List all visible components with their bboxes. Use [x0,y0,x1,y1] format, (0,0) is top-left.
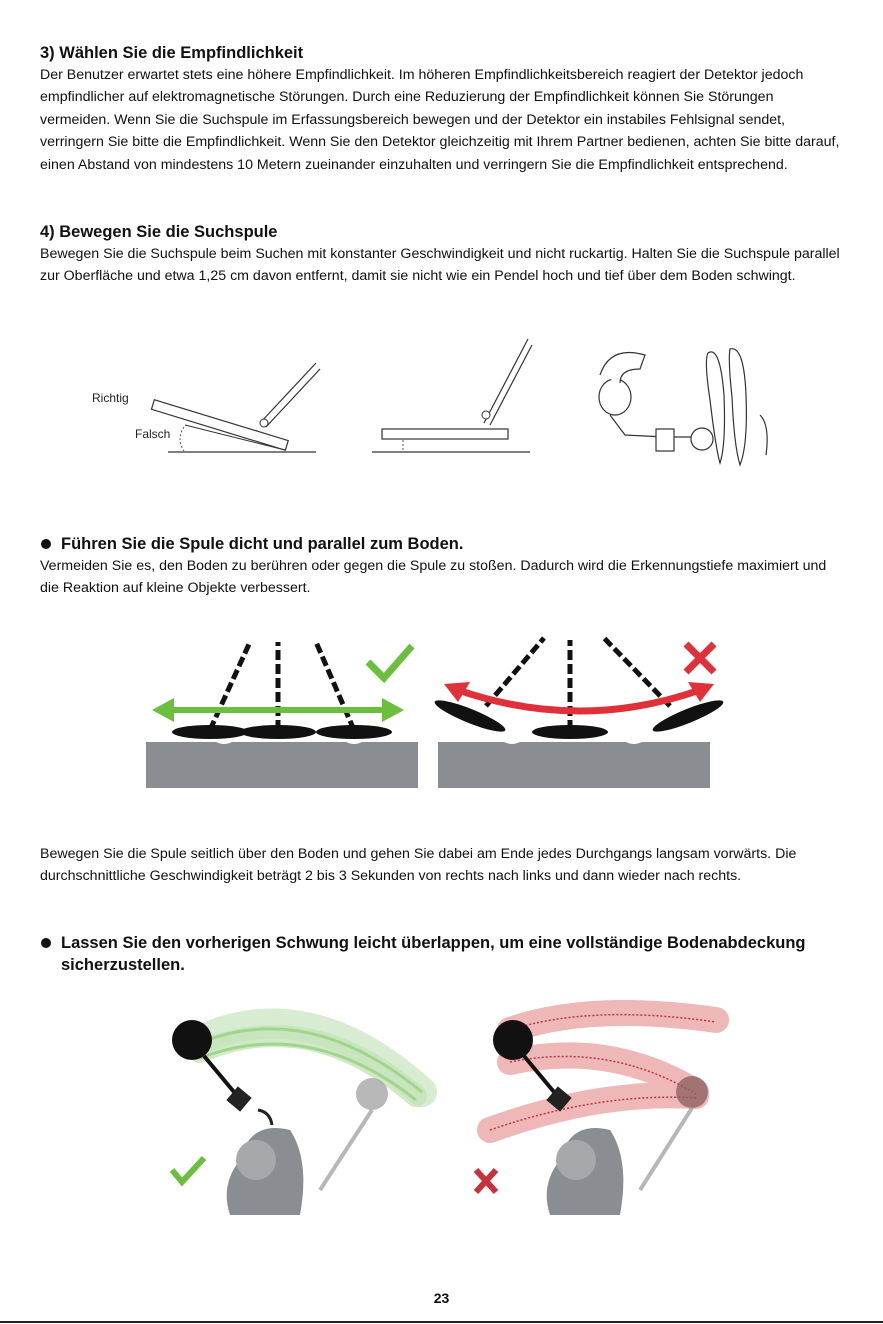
cross-icon [473,1167,499,1195]
section-body: Der Benutzer erwartet stets eine höhere … [40,67,840,173]
section-body: Bewegen Sie die Suchspule beim Suchen mi… [40,246,840,285]
cross-icon [683,641,717,675]
swing-wrong-illustration [434,636,724,788]
overlap-wrong-illustration [473,1000,729,1215]
figure-overlap-sweeps [169,1000,729,1215]
label-right: Richtig [92,391,129,405]
section-sensitivity: 3) Wählen Sie die Empfindlichkeit Der Be… [40,42,846,176]
bottom-rule [0,1321,883,1323]
figure-swing-comparison [146,636,724,788]
check-icon [169,1155,207,1187]
bullet-dot [41,539,51,549]
tip-body: Vermeiden Sie es, den Boden zu berühren … [40,558,827,597]
check-icon [365,643,415,684]
section-heading: 4) Bewegen Sie die Suchspule [40,223,278,241]
overlap-correct-illustration [169,1008,437,1215]
sweep-instructions: Bewegen Sie die Spule seitlich über den … [40,843,846,888]
tip-parallel-coil: Führen Sie die Spule dicht und parallel … [40,533,846,600]
page-number: 23 [433,1290,450,1306]
tip-title: Führen Sie die Spule dicht und parallel … [61,535,464,553]
tip-title: Lassen Sie den vorherigen Schwung leicht… [61,934,806,974]
section-heading: 3) Wählen Sie die Empfindlichkeit [40,44,304,62]
figure-coil-angle: Richtig Falsch [92,338,768,467]
section-move-coil: 4) Bewegen Sie die Suchspule Bewegen Sie… [40,221,846,288]
bullet-dot [41,938,51,948]
tip-overlap-swing: Lassen Sie den vorherigen Schwung leicht… [40,932,846,976]
sweep-top-view-illustration [598,348,768,467]
label-wrong: Falsch [135,427,170,441]
coil-angle-right-illustration [372,338,533,453]
swing-correct-illustration [146,640,418,788]
sweep-body: Bewegen Sie die Spule seitlich über den … [40,846,797,885]
coil-angle-wrong-illustration: Richtig Falsch [92,362,321,453]
